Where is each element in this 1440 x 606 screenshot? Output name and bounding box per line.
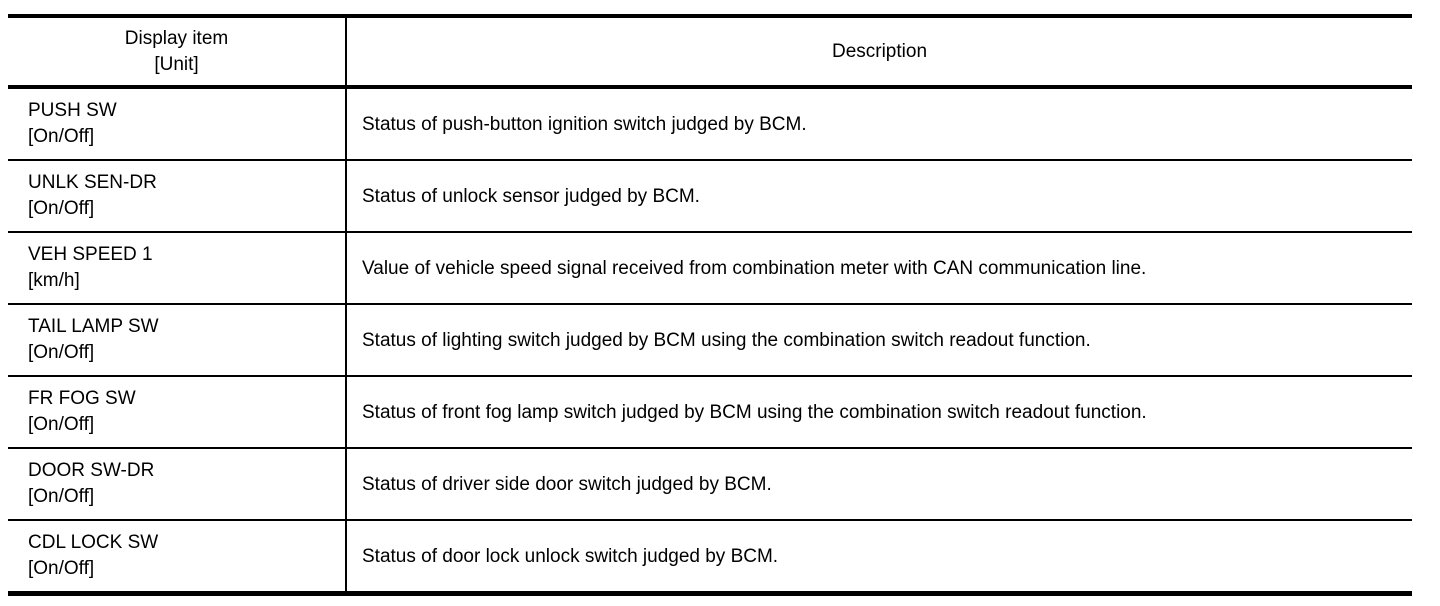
header-description-label: Description: [831, 41, 928, 62]
description-cell: Status of push-button ignition switch ju…: [347, 89, 1412, 159]
display-item-cell: PUSH SW [On/Off]: [8, 89, 347, 159]
display-item-cell: CDL LOCK SW [On/Off]: [8, 521, 347, 591]
description-text: Status of lighting switch judged by BCM …: [362, 329, 1091, 351]
header-display-item-line2: [Unit]: [154, 53, 199, 75]
display-item-unit: [On/Off]: [28, 126, 95, 147]
table-row: TAIL LAMP SW [On/Off] Status of lighting…: [8, 305, 1412, 377]
table-row: PUSH SW [On/Off] Status of push-button i…: [8, 89, 1412, 161]
display-item-unit: [On/Off]: [28, 558, 95, 579]
table-row: UNLK SEN-DR [On/Off] Status of unlock se…: [8, 161, 1412, 233]
table-header-row: Display item [Unit] Description: [8, 18, 1412, 89]
display-item-cell: VEH SPEED 1 [km/h]: [8, 233, 347, 303]
display-items-table: Display item [Unit] Description PUSH SW …: [8, 14, 1412, 596]
display-item-name: VEH SPEED 1: [28, 244, 153, 265]
display-item-unit: [On/Off]: [28, 198, 95, 219]
table-row: DOOR SW-DR [On/Off] Status of driver sid…: [8, 449, 1412, 521]
display-item-name: CDL LOCK SW: [28, 532, 159, 553]
table-row: FR FOG SW [On/Off] Status of front fog l…: [8, 377, 1412, 449]
display-item-unit: [On/Off]: [28, 414, 95, 435]
description-cell: Status of front fog lamp switch judged b…: [347, 377, 1412, 447]
table-row: VEH SPEED 1 [km/h] Value of vehicle spee…: [8, 233, 1412, 305]
display-item-unit: [On/Off]: [28, 486, 95, 507]
display-item-cell: FR FOG SW [On/Off]: [8, 377, 347, 447]
description-text: Value of vehicle speed signal received f…: [362, 257, 1147, 279]
header-display-item-line1: Display item: [124, 27, 229, 49]
description-cell: Status of lighting switch judged by BCM …: [347, 305, 1412, 375]
description-text: Status of front fog lamp switch judged b…: [362, 401, 1147, 423]
display-item-name: FR FOG SW: [28, 388, 136, 409]
header-display-item-unit: Display item [Unit]: [8, 18, 347, 85]
description-text: Status of driver side door switch judged…: [362, 473, 772, 495]
display-item-name: UNLK SEN-DR: [28, 172, 157, 193]
display-item-cell: TAIL LAMP SW [On/Off]: [8, 305, 347, 375]
display-item-cell: UNLK SEN-DR [On/Off]: [8, 161, 347, 231]
display-item-unit: [On/Off]: [28, 342, 95, 363]
description-cell: Status of unlock sensor judged by BCM.: [347, 161, 1412, 231]
description-text: Status of door lock unlock switch judged…: [362, 545, 779, 567]
display-item-name: TAIL LAMP SW: [28, 316, 159, 337]
display-item-name: PUSH SW: [28, 100, 117, 121]
description-cell: Value of vehicle speed signal received f…: [347, 233, 1412, 303]
display-item-cell: DOOR SW-DR [On/Off]: [8, 449, 347, 519]
description-cell: Status of driver side door switch judged…: [347, 449, 1412, 519]
table-row: CDL LOCK SW [On/Off] Status of door lock…: [8, 521, 1412, 591]
description-text: Status of unlock sensor judged by BCM.: [362, 185, 700, 207]
display-item-name: DOOR SW-DR: [28, 460, 155, 481]
description-cell: Status of door lock unlock switch judged…: [347, 521, 1412, 591]
description-text: Status of push-button ignition switch ju…: [362, 113, 807, 135]
display-item-unit: [km/h]: [28, 270, 80, 291]
header-description: Description: [347, 18, 1412, 85]
